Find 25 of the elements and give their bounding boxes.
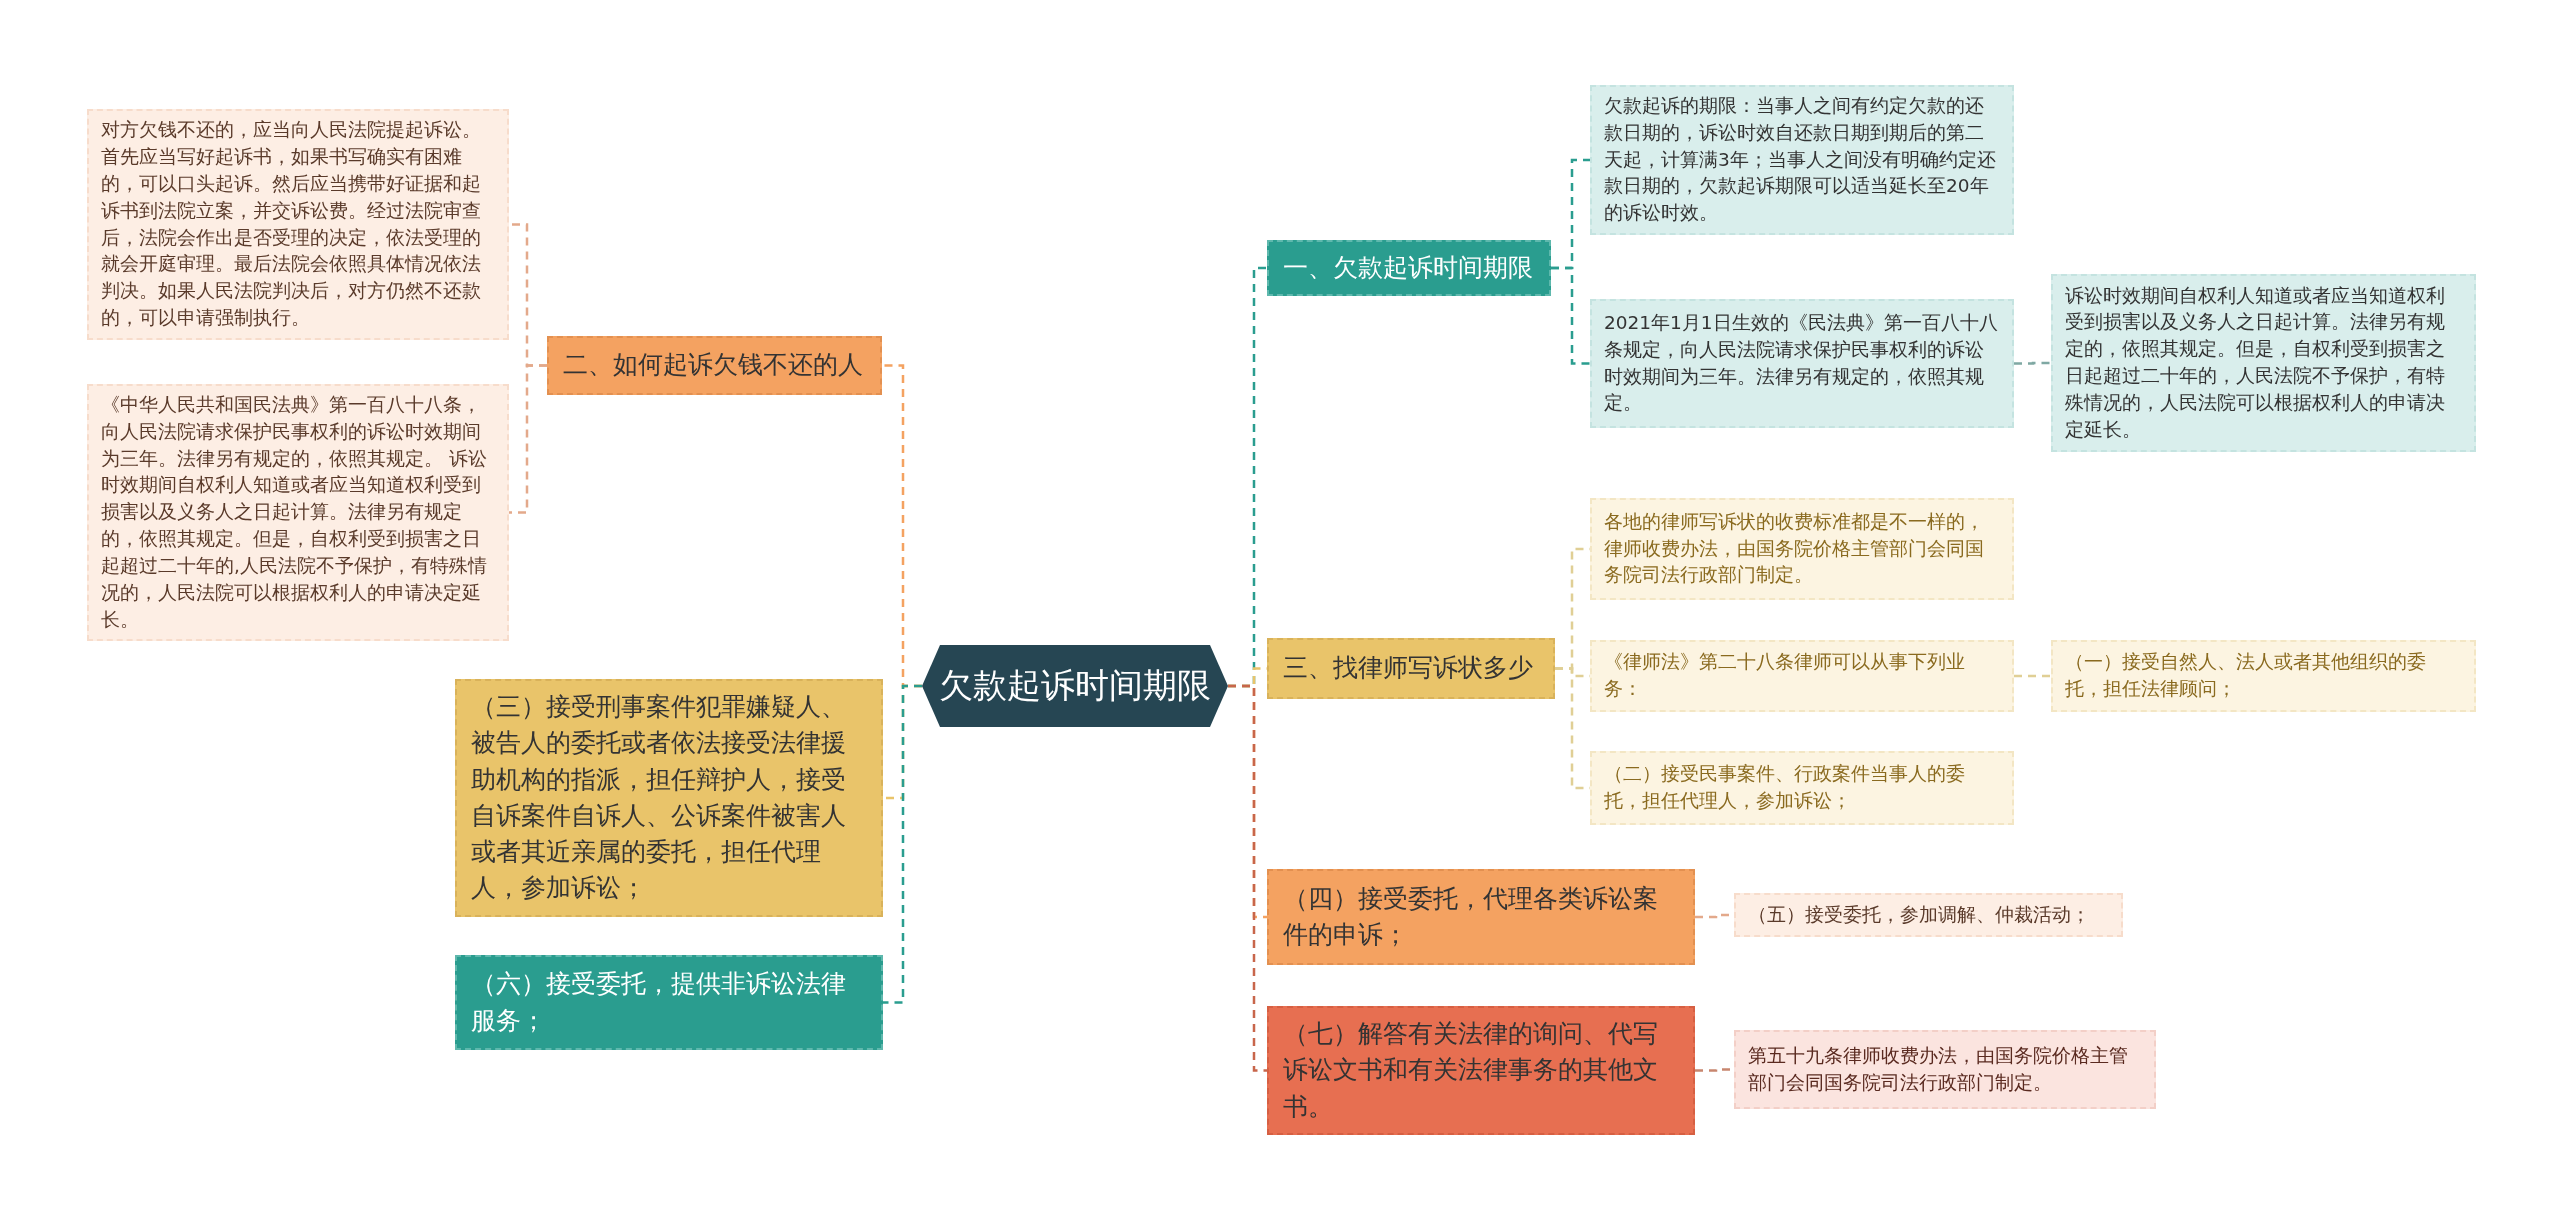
note-box: 欠款起诉的期限：当事人之间有约定欠款的还款日期的，诉讼时效自还款日期到期后的第二天起，计算满3年；当事人之间没有明确约定还款日期的，欠款起诉期限可以适当延长至20年的诉讼时效。 xyxy=(1590,85,2014,236)
note-box: （一）接受自然人、法人或者其他组织的委托，担任法律顾问； xyxy=(2051,640,2476,712)
note-box: 《中华人民共和国民法典》第一百八十八条，向人民法院请求保护民事权利的诉讼时效期间为三年。法律另有规定的，依照其规定。 诉讼时效期间自权利人知道或者应当知道权利受到损害以及义务人之日起计算。法律另有规定的，依照其规定。但是，自权利受到损害之日起超过二十年的,人民法院不予保护，有特殊情况的，人民法院可以根据权利人的申请决定延长。 xyxy=(87,384,509,642)
connector-line xyxy=(1551,266,1590,365)
topic-box: （四）接受委托，代理各类诉讼案件的申诉； xyxy=(1267,869,1695,965)
topic-box: 二、如何起诉欠钱不还的人 xyxy=(547,336,882,395)
topic-box: 三、找律师写诉状多少 xyxy=(1267,638,1555,699)
note-box: （二）接受民事案件、行政案件当事人的委托，担任代理人，参加诉讼； xyxy=(1590,751,2014,825)
connector-line xyxy=(2014,361,2051,365)
connector-line xyxy=(2014,674,2051,678)
central-topic-hexagon: 欠款起诉时间期限 xyxy=(922,645,1228,727)
note-box: 对方欠钱不还的，应当向人民法院提起诉讼。首先应当写好起诉书，如果书写确实有困难的，可以口头起诉。然后应当携带好证据和起诉书到法院立案，并交诉讼费。经过法院审查后，法院会作出是否受理的决定，依法受理的就会开庭审理。最后法院会依照具体情况依法判决。如果人民法院判决后，对方仍然不还款的，可以申请强制执行。 xyxy=(87,109,509,340)
connector-line xyxy=(883,684,922,1004)
topic-box: （七）解答有关法律的询问、代写诉讼文书和有关法律事务的其他文书。 xyxy=(1267,1006,1695,1135)
note-box: 各地的律师写诉状的收费标准都是不一样的，律师收费办法，由国务院价格主管部门会同国务院司法行政部门制定。 xyxy=(1590,498,2014,600)
connector-line xyxy=(1228,684,1267,1072)
note-box: （五）接受委托，参加调解、仲裁活动； xyxy=(1734,893,2123,937)
note-box: 《律师法》第二十八条律师可以从事下列业务： xyxy=(1590,640,2014,712)
topic-box: 一、欠款起诉时间期限 xyxy=(1267,240,1551,297)
note-box: 诉讼时效期间自权利人知道或者应当知道权利受到损害以及义务人之日起计算。法律另有规定的，依照其规定。但是，自权利受到损害之日起超过二十年的，人民法院不予保护，有特殊情况的，人民法院可以根据权利人的申请决定延长。 xyxy=(2051,274,2476,452)
topic-box: （六）接受委托，提供非诉讼法律服务； xyxy=(455,955,883,1050)
note-box: 2021年1月1日生效的《民法典》第一百八十八条规定，向人民法院请求保护民事权利的诉讼时效期间为三年。法律另有规定的，依照其规定。 xyxy=(1590,299,2014,428)
connector-line xyxy=(509,364,547,514)
note-box: 第五十九条律师收费办法，由国务院价格主管部门会同国务院司法行政部门制定。 xyxy=(1734,1030,2156,1109)
topic-box: （三）接受刑事案件犯罪嫌疑人、被告人的委托或者依法接受法律援助机构的指派，担任辩护人，接受自诉案件自诉人、公诉案件被害人或者其近亲属的委托，担任代理人，参加诉讼； xyxy=(455,679,883,917)
